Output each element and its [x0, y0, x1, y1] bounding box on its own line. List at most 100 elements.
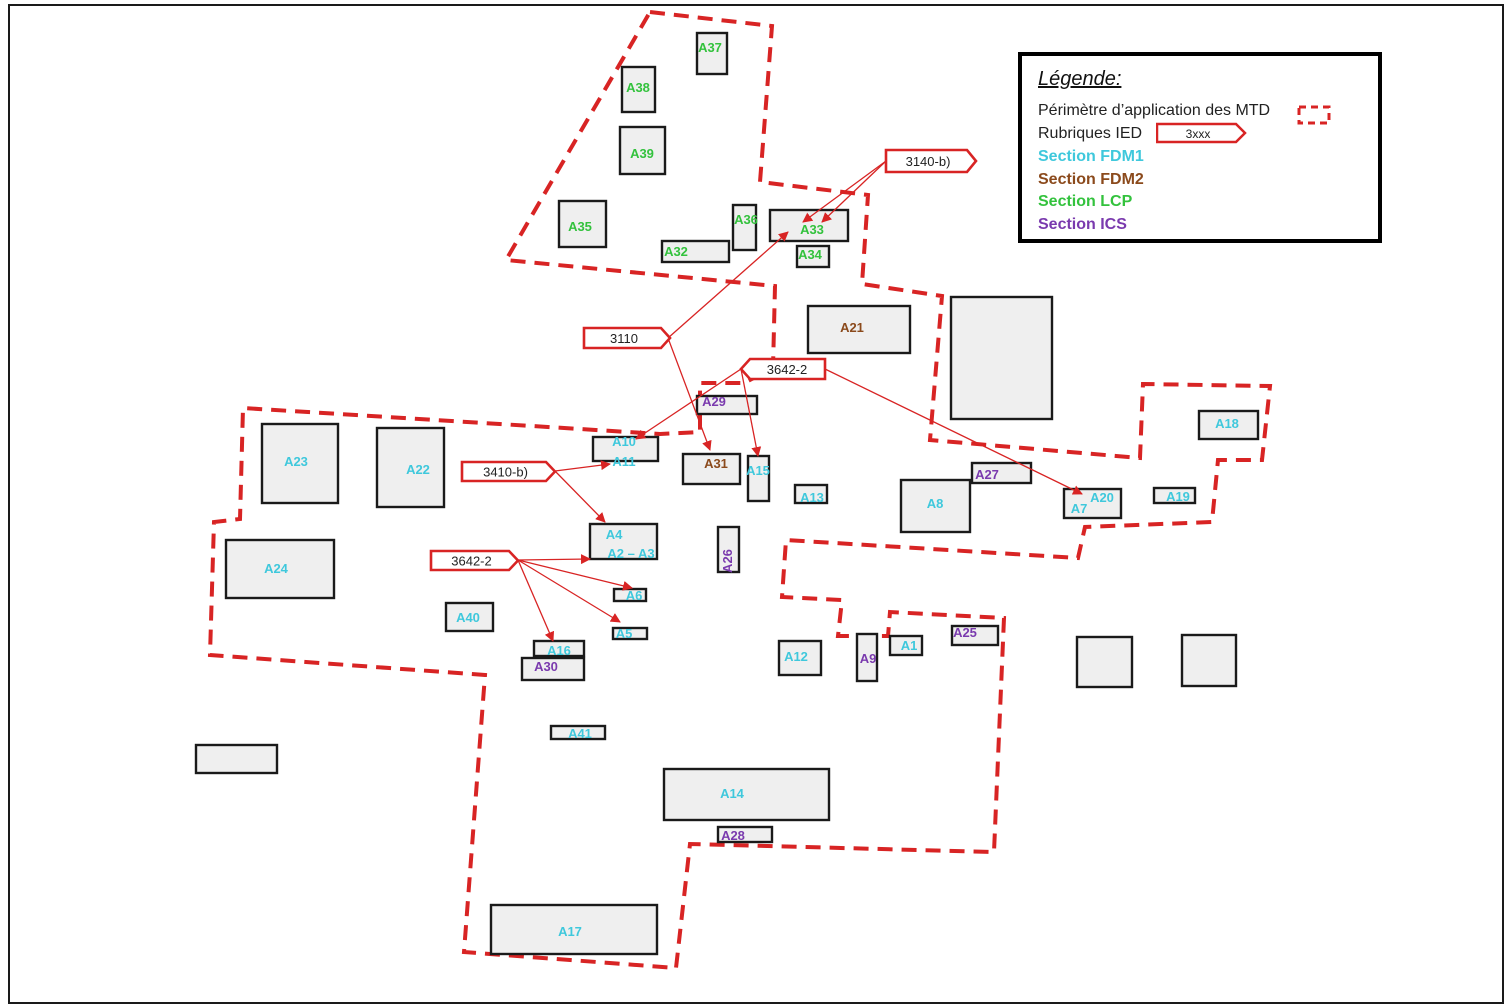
- building-a36: [731, 203, 758, 252]
- building-a19: [1152, 486, 1197, 505]
- building-a30-label: A30: [534, 659, 558, 674]
- ied-tag-2: [739, 357, 827, 381]
- legend-ied-symbol: 3xxx: [1156, 122, 1247, 144]
- building-a25: [950, 624, 1000, 647]
- building-a23-label: A23: [284, 454, 308, 469]
- building-a40: [444, 601, 495, 633]
- building-a32-label: A32: [664, 244, 688, 259]
- building-a10-label: A10: [612, 434, 636, 449]
- ied-arrow-1: [821, 160, 887, 223]
- building-a8: [899, 478, 972, 534]
- ied-arrow-4: [635, 368, 742, 440]
- building-a33-label: A33: [800, 222, 824, 237]
- building-a36-label: A36: [734, 212, 758, 227]
- ied-tag-3-label: 3410-b): [483, 465, 528, 480]
- ied-tag-0-label: 3140-b): [906, 154, 951, 169]
- building-a34-label: A34: [798, 247, 823, 262]
- building-unlabeled-9: [949, 295, 1054, 421]
- building-a30: [520, 656, 586, 682]
- building-a4-label: A4: [606, 527, 623, 542]
- ied-tag-1: [582, 326, 672, 350]
- building-a16: [532, 639, 586, 658]
- building-a4: [588, 522, 659, 561]
- building-a27-label: A27: [975, 467, 999, 482]
- ied-arrow-11: [517, 559, 621, 623]
- building-a26: [716, 525, 741, 574]
- building-a9: [855, 632, 879, 683]
- building-a24-label: A24: [264, 561, 289, 576]
- ied-tag-0: [884, 148, 978, 174]
- ied-arrow-0: [802, 160, 887, 223]
- building-a16-label: A16: [547, 643, 571, 658]
- building-a1-label: A1: [901, 638, 918, 653]
- building-a20-label: A20: [1090, 490, 1114, 505]
- building-a32: [660, 239, 731, 264]
- building-a9-label: A9: [860, 651, 877, 666]
- building-a34: [795, 244, 831, 269]
- legend-section-fdm1: Section FDM1: [1038, 148, 1144, 165]
- building-a8-label: A8: [927, 496, 944, 511]
- building-a27: [970, 461, 1033, 485]
- building-a25-label: A25: [953, 625, 977, 640]
- building-a17-label: A17: [558, 924, 582, 939]
- ied-arrow-9: [517, 554, 591, 565]
- building-a13: [793, 483, 829, 505]
- building-a29-label: A29: [702, 394, 726, 409]
- building-a11-label: A11: [612, 454, 635, 469]
- building-a18-label: A18: [1215, 416, 1239, 431]
- building-a2-a3-label: A2 – A3: [607, 546, 654, 561]
- building-a21: [806, 304, 912, 355]
- building-unlabeled-40: [194, 743, 279, 775]
- building-a39-label: A39: [630, 146, 654, 161]
- building-a5-label: A5: [616, 626, 633, 641]
- legend-perimeter-symbol: [1297, 105, 1331, 125]
- building-a12-label: A12: [784, 649, 808, 664]
- building-a14: [662, 767, 831, 822]
- building-a5: [611, 626, 649, 641]
- ied-tag-3: [460, 460, 557, 483]
- ied-arrow-3: [667, 337, 712, 451]
- ied-arrow-2: [667, 231, 789, 339]
- building-a22: [375, 426, 446, 509]
- building-unlabeled-37: [1075, 635, 1134, 689]
- ied-arrow-10: [517, 559, 633, 591]
- ied-tag-1-label: 3110: [610, 331, 638, 346]
- building-a10: [591, 435, 660, 463]
- building-a41: [549, 724, 607, 741]
- legend-section-ics: Section ICS: [1038, 216, 1127, 233]
- building-a7-label: A7: [1071, 501, 1088, 516]
- legend-perimeter-label: Périmètre d’application des MTD: [1038, 102, 1271, 119]
- building-a28: [716, 825, 774, 844]
- building-a23: [260, 422, 340, 505]
- building-a24: [224, 538, 336, 600]
- building-a21-label: A21: [840, 320, 864, 335]
- building-a28-label: A28: [721, 828, 745, 843]
- building-a38-label: A38: [626, 80, 650, 95]
- building-a15-label: A15: [746, 463, 770, 478]
- ied-arrow-6: [824, 368, 1083, 495]
- building-a40-label: A40: [456, 610, 480, 625]
- ied-arrow-5: [740, 368, 762, 457]
- mtd-perimeter-boundary: [207, 9, 1273, 971]
- building-a19-label: A19: [1166, 489, 1190, 504]
- building-a13-label: A13: [800, 490, 824, 505]
- ied-tag-4-label: 3642-2: [451, 554, 491, 569]
- ied-tag-4: [429, 549, 520, 572]
- building-a31-label: A31: [704, 456, 728, 471]
- building-a22-label: A22: [406, 462, 430, 477]
- ied-arrow-8: [554, 470, 606, 523]
- legend-ied-label: Rubriques IED: [1038, 125, 1143, 142]
- building-a6-label: A6: [626, 588, 643, 603]
- legend-title: Légende:: [1038, 68, 1122, 90]
- building-a17: [489, 903, 659, 956]
- building-a37: [695, 31, 729, 76]
- ied-tag-2-label: 3642-2: [767, 362, 807, 377]
- building-a38: [620, 65, 657, 114]
- legend-ied-symbol-text: 3xxx: [1186, 127, 1211, 141]
- building-a31: [681, 452, 742, 486]
- ied-arrow-7: [554, 460, 611, 472]
- building-a29: [695, 394, 759, 416]
- ied-arrow-12: [517, 559, 555, 642]
- building-a35-label: A35: [568, 219, 592, 234]
